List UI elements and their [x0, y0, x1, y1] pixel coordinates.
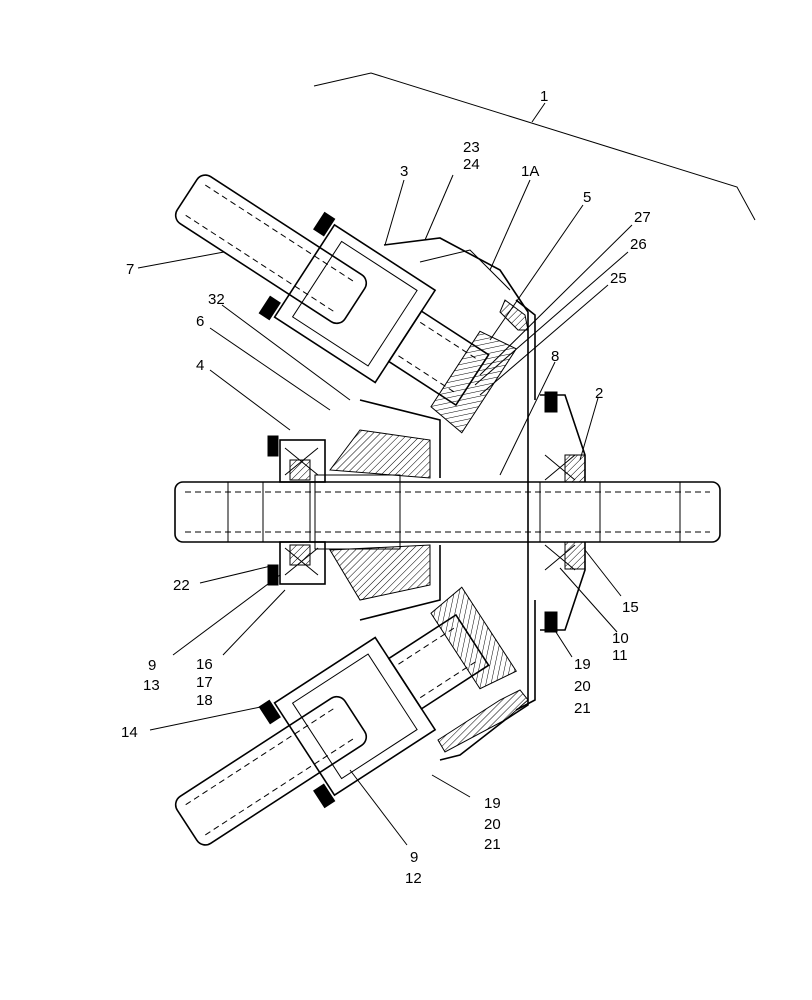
label-23: 23	[463, 139, 480, 156]
label-3: 3	[400, 163, 408, 180]
label-17: 17	[196, 674, 213, 691]
left-bearing-housing	[267, 435, 326, 586]
label-22: 22	[173, 577, 190, 594]
label-18: 18	[196, 692, 213, 709]
label-5: 5	[583, 189, 591, 206]
right-bearing-housing	[540, 391, 586, 633]
label-19-right: 19	[574, 656, 591, 673]
label-21-right: 21	[574, 700, 591, 717]
label-14: 14	[121, 724, 138, 741]
label-1: 1	[540, 88, 548, 105]
label-27: 27	[634, 209, 651, 226]
label-13: 13	[143, 677, 160, 694]
label-11: 11	[612, 647, 628, 664]
label-26: 26	[630, 236, 647, 253]
label-1A: 1A	[521, 163, 539, 180]
gearbox-housing	[383, 237, 536, 761]
part-labels: 1 23 24 1A 3 5 27 26 25 7 32 6 4 8 2 22 …	[121, 88, 651, 887]
label-4: 4	[196, 357, 204, 374]
leader-lines	[137, 102, 633, 846]
label-20-right: 20	[574, 678, 591, 695]
label-8: 8	[551, 348, 559, 365]
label-24: 24	[463, 156, 480, 173]
upper-left-shaft	[174, 174, 517, 434]
bevel-gears	[329, 399, 441, 621]
label-6: 6	[196, 313, 204, 330]
label-7: 7	[126, 261, 134, 278]
assembly-bracket	[313, 72, 756, 221]
label-10: 10	[612, 630, 629, 647]
main-shaft	[174, 474, 721, 550]
label-2: 2	[595, 385, 603, 402]
label-25: 25	[610, 270, 627, 287]
label-12: 12	[405, 870, 422, 887]
label-16: 16	[196, 656, 213, 673]
label-9-bottom: 9	[410, 849, 418, 866]
label-20-bottom: 20	[484, 816, 501, 833]
label-15: 15	[622, 599, 639, 616]
label-21-bottom: 21	[484, 836, 501, 853]
label-9-left: 9	[148, 657, 156, 674]
label-19-bottom: 19	[484, 795, 501, 812]
label-32: 32	[208, 291, 225, 308]
